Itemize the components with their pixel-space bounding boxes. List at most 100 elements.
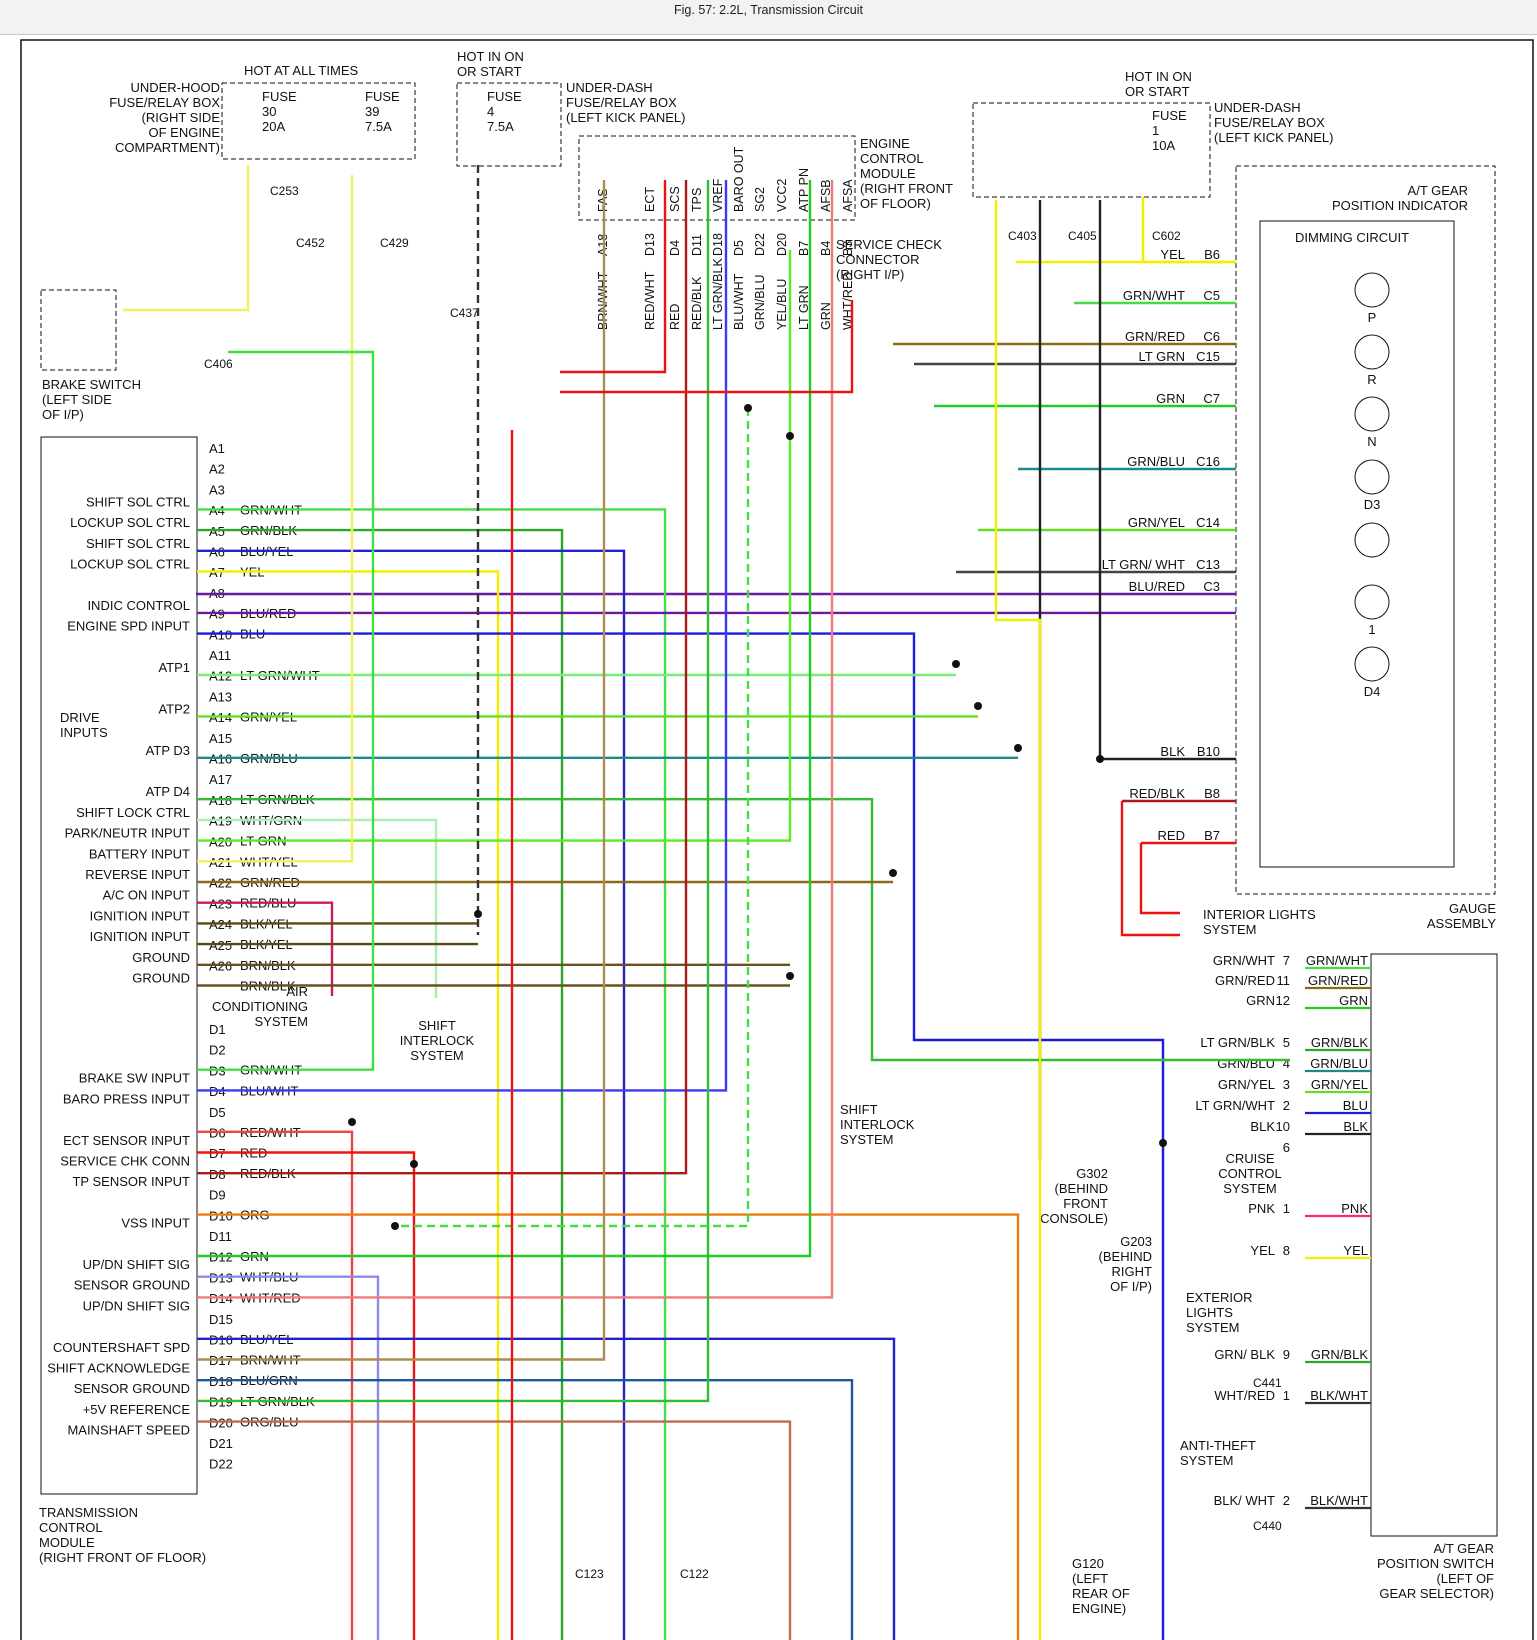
cruise-label-0: CRUISE bbox=[1225, 1151, 1274, 1166]
tcm-wire-line-D19 bbox=[197, 1420, 792, 1640]
tcm-label-0: TRANSMISSION bbox=[39, 1505, 138, 1520]
drive-inputs-label-1: INPUTS bbox=[60, 725, 108, 740]
connector-C122: C122 bbox=[680, 1567, 709, 1581]
gauge-pin-C13: C13 bbox=[1196, 557, 1220, 572]
junction-dot-9 bbox=[974, 702, 982, 710]
ecm-label-0: ENGINE bbox=[860, 136, 910, 151]
at-indicator-label-0: A/T GEAR bbox=[1408, 183, 1468, 198]
gauge-wire-C5: GRN/WHT bbox=[1123, 288, 1185, 303]
hot-in-on-start-label-0: HOT IN ON bbox=[457, 49, 524, 64]
g120-label-2: REAR OF bbox=[1072, 1586, 1130, 1601]
tcm-func-D5: ECT SENSOR INPUT bbox=[63, 1133, 190, 1148]
shift-interlock-label-2-1: INTERLOCK bbox=[840, 1117, 915, 1132]
junction-dot-12 bbox=[786, 432, 794, 440]
tcm-func-A22: A/C ON INPUT bbox=[103, 888, 190, 903]
switch-left-2: GRN bbox=[1246, 993, 1275, 1008]
tcm-pin-A3: A3 bbox=[209, 482, 225, 497]
ecm-pinid-4: D18 bbox=[711, 233, 725, 256]
switch-right-11: GRN/BLK bbox=[1311, 1347, 1368, 1362]
switch-num-11: 9 bbox=[1283, 1347, 1290, 1362]
tcm-func-A8: INDIC CONTROL bbox=[87, 598, 190, 613]
service-check-label-2: (RIGHT I/P) bbox=[836, 267, 904, 282]
red-interior-wire bbox=[1139, 843, 1180, 915]
tcm-func-A19: PARK/NEUTR INPUT bbox=[65, 826, 190, 841]
switch-left-3: LT GRN/BLK bbox=[1200, 1035, 1275, 1050]
gauge-pin-B6: B6 bbox=[1204, 247, 1220, 262]
tcm-func-D13: UP/DN SHIFT SIG bbox=[83, 1298, 190, 1313]
ecm-pin-8: ATP PN bbox=[797, 168, 811, 212]
switch-num-12: 1 bbox=[1283, 1388, 1290, 1403]
tcm-wire-line-D11 bbox=[197, 180, 812, 1258]
gauge-pin-B10: B10 bbox=[1197, 744, 1220, 759]
ecm-pinid-6: D22 bbox=[753, 233, 767, 256]
gauge-wire-B10: BLK bbox=[1160, 744, 1185, 759]
switch-num-4: 4 bbox=[1283, 1056, 1290, 1071]
tcm-pin-A1: A1 bbox=[209, 441, 225, 456]
cruise-label-1: CONTROL bbox=[1218, 1166, 1282, 1181]
gauge-pin-C6: C6 bbox=[1203, 329, 1220, 344]
connector-C429: C429 bbox=[380, 236, 409, 250]
switch-num-1: 11 bbox=[1277, 973, 1291, 988]
fuse1-label-0: FUSE bbox=[1152, 108, 1187, 123]
ecm-pin-4: VREF bbox=[711, 178, 725, 212]
gauge-wire-C16: GRN/BLU bbox=[1127, 454, 1185, 469]
tcm-func-A13: ATP2 bbox=[158, 701, 190, 716]
junction-dot-3 bbox=[391, 1222, 399, 1230]
ecm-pin-6: SG2 bbox=[753, 187, 767, 212]
switch-num-5: 3 bbox=[1283, 1077, 1290, 1092]
at-switch-label-0: A/T GEAR bbox=[1434, 1541, 1494, 1556]
gauge-wire-C15: LT GRN bbox=[1139, 349, 1185, 364]
switch-left-11: GRN/ BLK bbox=[1214, 1347, 1275, 1362]
tcm-wire-line-A4 bbox=[197, 528, 564, 1640]
fuse4-label-2: 7.5A bbox=[487, 119, 514, 134]
connector-C123: C123 bbox=[575, 1567, 604, 1581]
tcm-wire-line-A17 bbox=[197, 798, 1290, 1062]
tcm-label-1: CONTROL bbox=[39, 1520, 103, 1535]
window-titlebar: Fig. 57: 2.2L, Transmission Circuit bbox=[0, 0, 1537, 35]
ecm-wire-3: RED/BLK bbox=[690, 276, 704, 330]
switch-right-12: BLK/WHT bbox=[1310, 1388, 1368, 1403]
tcm-func-A4: LOCKUP SOL CTRL bbox=[70, 515, 190, 530]
tcm-pin-D8: D8 bbox=[209, 1167, 226, 1182]
tcm-wire-line-A5 bbox=[197, 549, 626, 1640]
tcm-box bbox=[40, 436, 198, 1495]
tcm-func-A3: SHIFT SOL CTRL bbox=[86, 494, 190, 509]
gauge-wire-C13: LT GRN/ WHT bbox=[1102, 557, 1185, 572]
ecm-pinid-10: B3 bbox=[841, 241, 855, 256]
ecm-pinid-5: D5 bbox=[732, 240, 746, 256]
tcm-pin-A17: A17 bbox=[209, 772, 232, 787]
tcm-func-A26: GROUND bbox=[132, 971, 190, 986]
hot-at-all-times-label: HOT AT ALL TIMES bbox=[244, 63, 358, 78]
dimming-circuit-label: DIMMING CIRCUIT bbox=[1295, 230, 1409, 245]
lamp-label-3: D3 bbox=[1364, 497, 1381, 512]
ecm-pin-1: ECT bbox=[643, 187, 657, 212]
junction-dot-10 bbox=[1014, 744, 1022, 752]
switch-left-6: LT GRN/WHT bbox=[1195, 1098, 1275, 1113]
tcm-label-2: MODULE bbox=[39, 1535, 95, 1550]
connector-C441: C441 bbox=[1253, 1376, 1282, 1390]
tcm-func-D12: SENSOR GROUND bbox=[74, 1278, 190, 1293]
gauge-pin-C5: C5 bbox=[1203, 288, 1220, 303]
ecm-pin-9: AFSB bbox=[819, 179, 833, 212]
tcm-pin-D9: D9 bbox=[209, 1188, 226, 1203]
yel-exterior-wire bbox=[994, 200, 1042, 1640]
switch-right-5: GRN/YEL bbox=[1311, 1077, 1368, 1092]
connector-C405: C405 bbox=[1068, 229, 1097, 243]
tcm-func-A17: ATP D4 bbox=[146, 784, 190, 799]
batt-feed-wire bbox=[123, 165, 250, 312]
ecm-pin-10: AFSA bbox=[841, 179, 855, 212]
g120-label-0: G120 bbox=[1072, 1556, 1104, 1571]
brake-switch-label-0: BRAKE SWITCH bbox=[42, 377, 141, 392]
lamp-label-0: P bbox=[1368, 310, 1377, 325]
tcm-func-D2: BRAKE SW INPUT bbox=[79, 1071, 190, 1086]
air-conditioning-label-2: SYSTEM bbox=[255, 1014, 308, 1029]
fuse1-label-2: 10A bbox=[1152, 138, 1175, 153]
connector-C602: C602 bbox=[1152, 229, 1181, 243]
anti-theft-label-0: ANTI-THEFT bbox=[1180, 1438, 1256, 1453]
switch-num-7: 10 bbox=[1276, 1119, 1290, 1134]
yel-b6-wire bbox=[1141, 197, 1236, 264]
ecm-label-1: CONTROL bbox=[860, 151, 924, 166]
shift-interlock-label-0: SHIFT bbox=[418, 1018, 456, 1033]
underhood-fuse-box bbox=[221, 82, 416, 160]
